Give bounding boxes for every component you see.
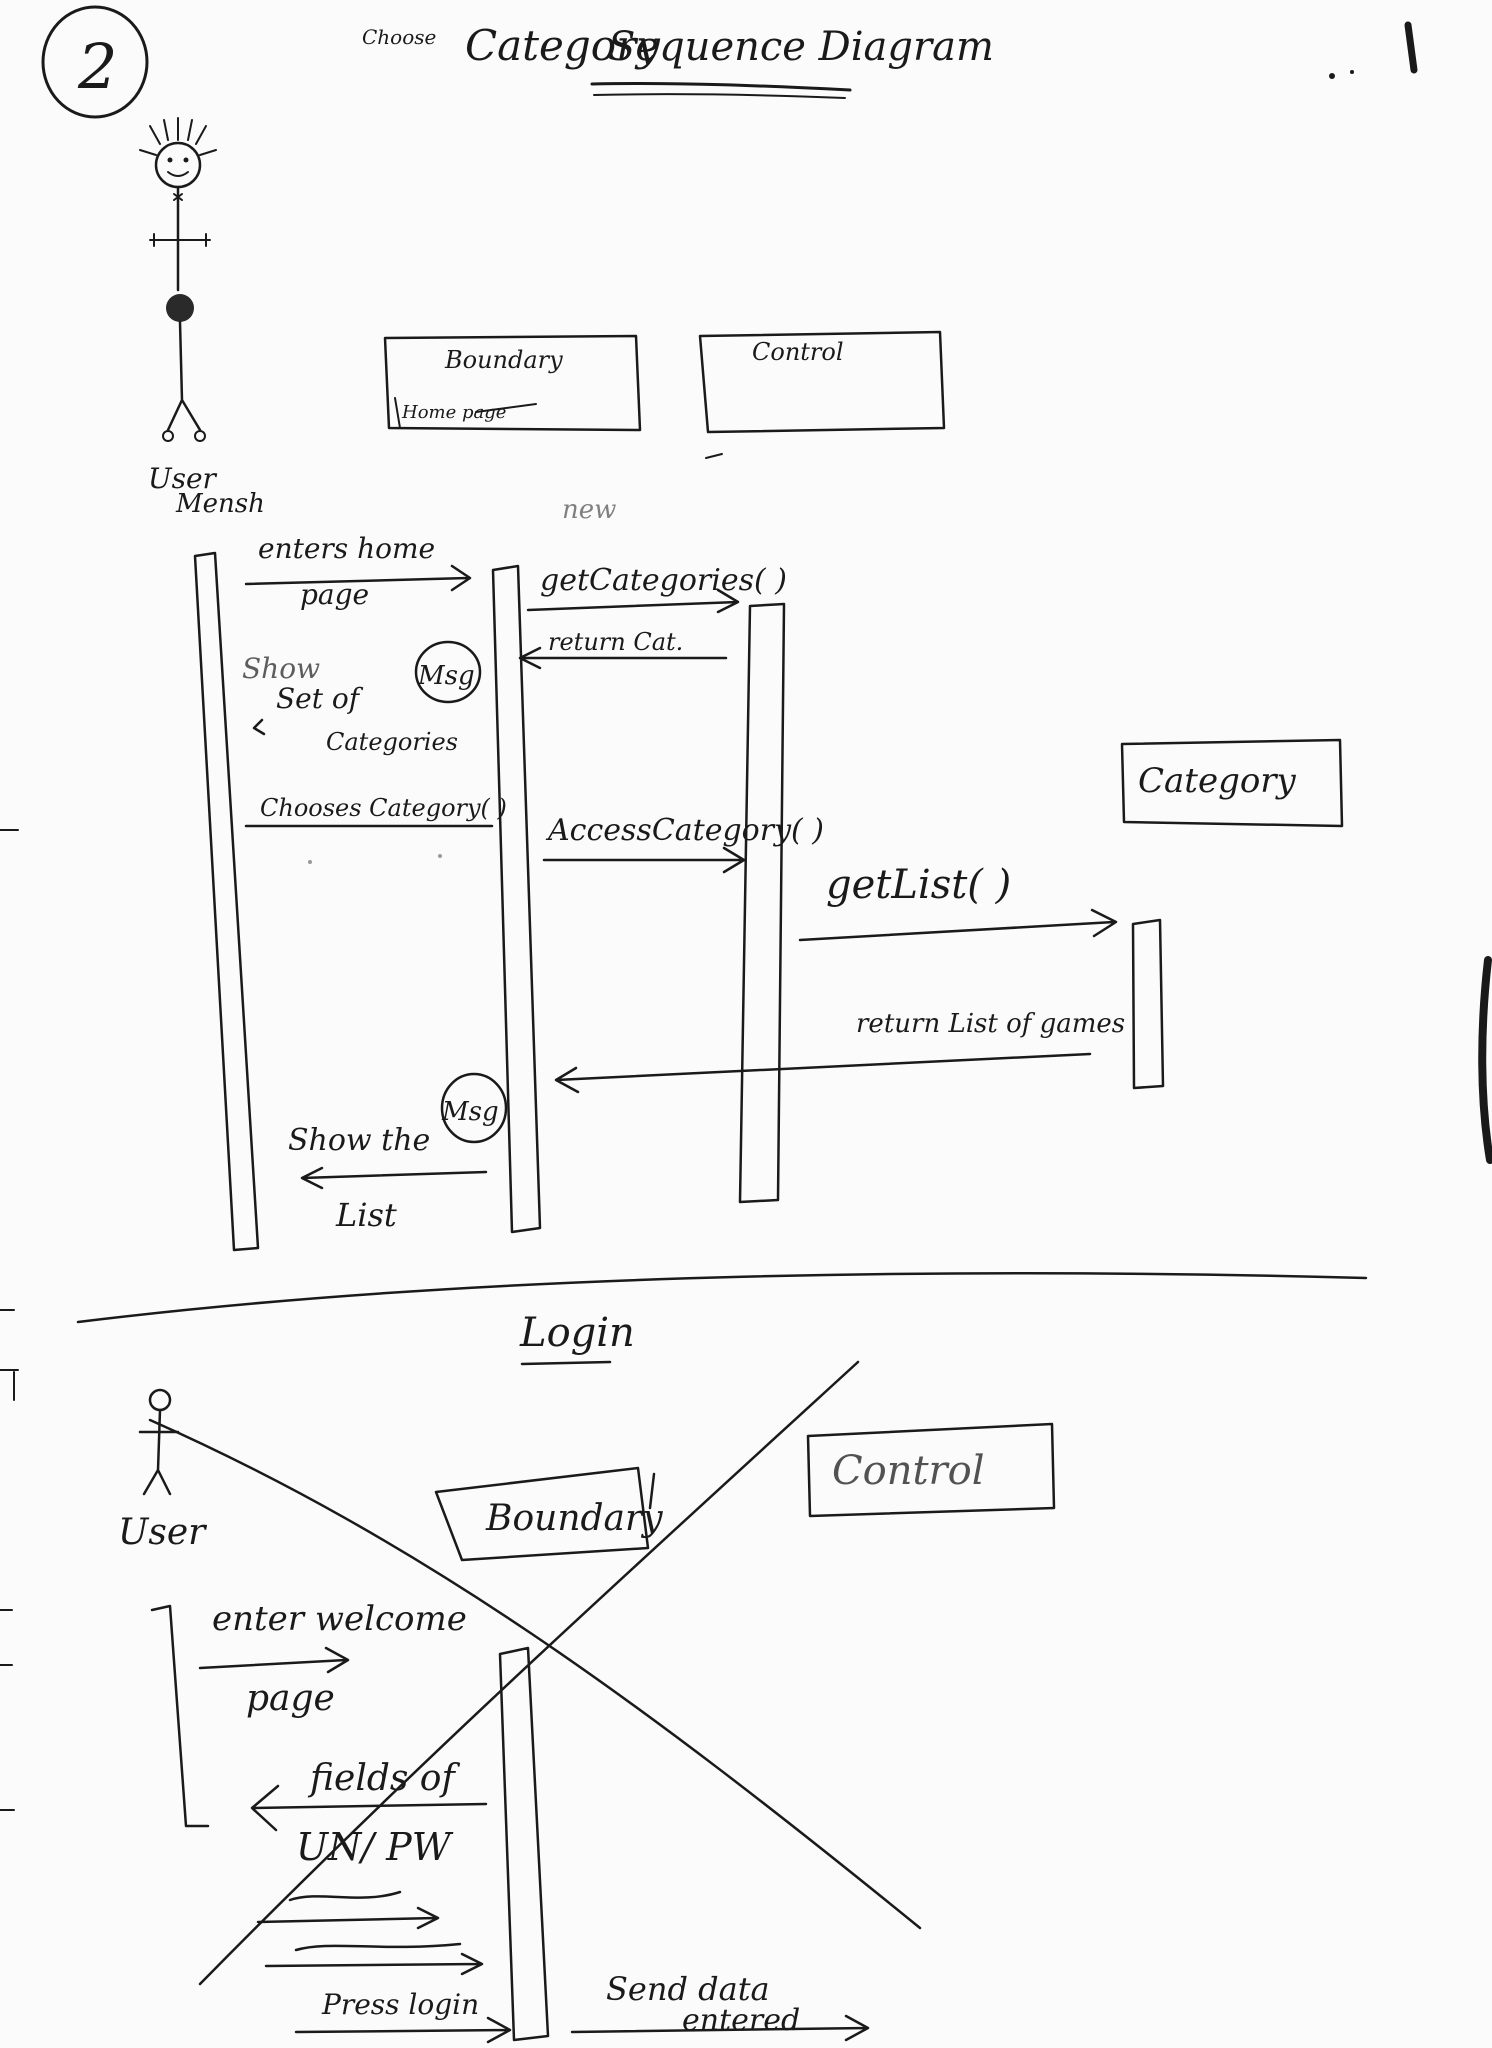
ink-dot [1329, 73, 1335, 79]
login-msg-enter-welcome: enter welcome [212, 1599, 467, 1639]
login-control-name: Control [832, 1448, 985, 1494]
category-box [1120, 738, 1344, 828]
arrow-show-list [300, 1166, 488, 1190]
msg-get-list: getList( ) [826, 862, 1011, 908]
login-msg-send-data: Send data [606, 1970, 770, 2008]
login-arrow-username [256, 1906, 440, 1930]
msg-enters-home: enters home [258, 532, 435, 565]
ink-tick [648, 1472, 656, 1510]
login-boundary-name: Boundary [485, 1498, 663, 1539]
login-boundary-box [434, 1466, 650, 1562]
login-arrow-fields [250, 1784, 488, 1832]
title-underline [593, 93, 846, 99]
actor-stick-figure [139, 117, 217, 442]
login-msg-entered: entered [682, 2003, 800, 2038]
arrow-show-categories [252, 718, 266, 736]
boundary-stereotype: Boundary [444, 346, 563, 374]
login-msg-un-pw: UN/ PW [296, 1825, 454, 1869]
category-name: Category [1138, 761, 1297, 801]
arrow-enters-home [244, 564, 472, 592]
login-actor-activation [150, 1604, 210, 1828]
page-number-circle [41, 5, 149, 119]
msg-access-category: AccessCategory( ) [545, 813, 824, 848]
cross-out-line [148, 1418, 922, 1930]
ink-dot [308, 860, 312, 864]
title-underline [590, 81, 852, 92]
login-arrow-password [264, 1952, 484, 1976]
actor-name: User [148, 462, 218, 495]
actor-subname: Mensh [175, 489, 265, 519]
control-stereotype: Control [752, 338, 844, 366]
arrow-return-cat [518, 646, 728, 670]
msg-categories: Categories [326, 728, 458, 756]
boundary-marks [394, 397, 537, 429]
login-control-box [806, 1422, 1056, 1518]
login-msg-page: page [246, 1678, 335, 1719]
msg-return-cat: return Cat. [548, 628, 683, 656]
login-msg-fields-of: fields of [307, 1758, 460, 1799]
page-number: 2 [77, 30, 117, 103]
control-activation-bar [738, 602, 786, 1204]
arrow-get-categories [526, 588, 740, 614]
control-note: new [562, 495, 616, 525]
title-scribble: Choose [362, 25, 436, 49]
edge-artifacts [1478, 956, 1492, 1164]
section-divider [76, 1272, 1368, 1324]
category-activation-bar [1131, 918, 1165, 1090]
boundary-name: Home page [401, 402, 506, 423]
login-heading: Login [519, 1310, 635, 1356]
title-category: Category [465, 21, 661, 70]
arrow-access-category [542, 846, 746, 874]
msg-badge-circle [414, 640, 482, 704]
msg-chooses-category: Chooses Category( ) [260, 794, 507, 822]
login-scribble [294, 1942, 462, 1952]
login-arrow-send-data [570, 2014, 870, 2042]
msg-return-list: return List of games [856, 1009, 1125, 1039]
boundary-activation-bar [491, 564, 542, 1234]
msg-list: List [335, 1196, 397, 1234]
edge-artifacts [0, 829, 19, 1811]
ink-tick [705, 453, 723, 459]
msg-badge-circle [440, 1072, 508, 1144]
boundary-box [383, 334, 642, 432]
login-actor-name: User [118, 1512, 207, 1553]
arrow-get-list [798, 908, 1118, 942]
login-actor-figure [138, 1388, 180, 1496]
ink-dot [1350, 70, 1354, 74]
login-scribble [288, 1890, 402, 1902]
msg-set-of: Set of [276, 682, 364, 715]
msg-show-the: Show the [288, 1123, 430, 1158]
ink-mark [1404, 21, 1418, 74]
msg-show: Show [242, 652, 320, 685]
cross-out-line [198, 1360, 860, 1986]
title-sequence-diagram: Sequence Diagram [608, 24, 994, 70]
control-box [698, 330, 946, 434]
arrow-return-list [554, 1052, 1092, 1094]
msg-badge: Msg [441, 1097, 499, 1127]
msg-enters-home-page: page [300, 578, 369, 611]
msg-badge: Msg [417, 661, 475, 691]
login-arrow-press-login [294, 2016, 512, 2044]
login-arrow-enter-welcome [198, 1646, 350, 1674]
login-heading-underline [520, 1360, 612, 1366]
msg-get-categories: getCategories( ) [540, 563, 787, 598]
login-boundary-activation [498, 1646, 550, 2042]
login-msg-press-login: Press login [321, 1988, 479, 2021]
ink-dot [438, 854, 442, 858]
actor-activation-bar [193, 551, 260, 1252]
